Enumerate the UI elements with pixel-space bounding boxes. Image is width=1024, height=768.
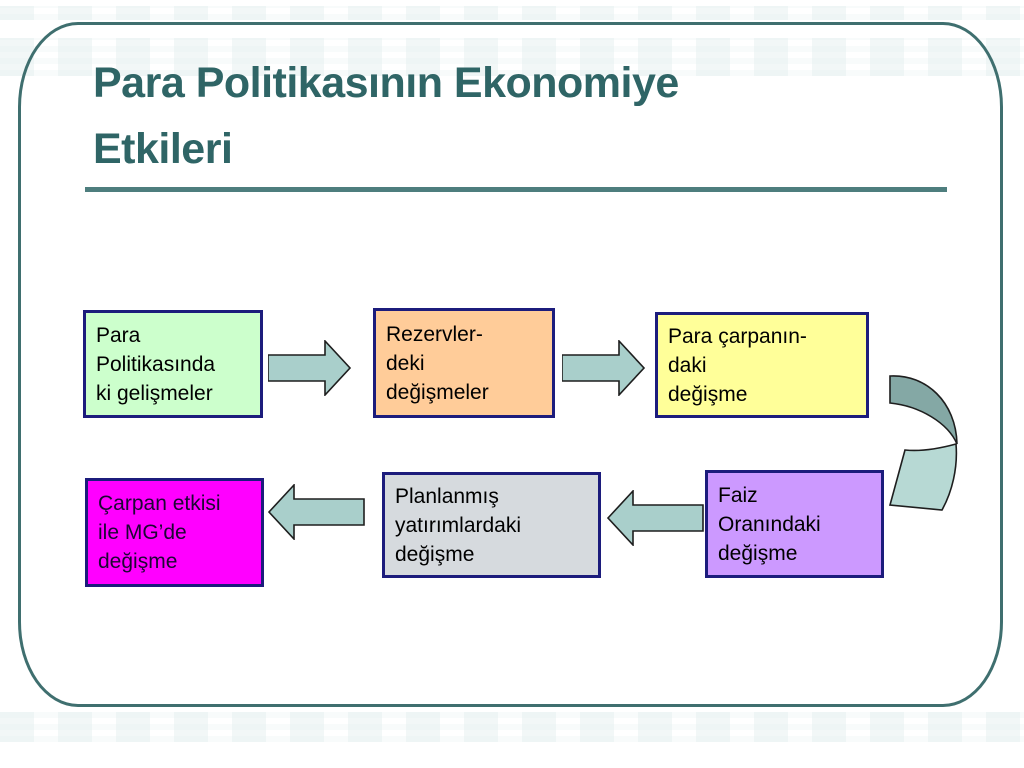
flow-box-line: deki <box>386 351 425 375</box>
right-arrow-icon <box>268 340 352 396</box>
watermark-strip-bottom <box>0 712 1024 742</box>
title-underline <box>85 187 947 192</box>
flow-box-line: daki <box>668 353 707 377</box>
flow-box-line: Faiz <box>718 483 758 507</box>
slide-title-line1: Para Politikasının Ekonomiye <box>93 59 679 107</box>
left-arrow-icon <box>607 490 704 546</box>
flow-box-line: Para çarpanın- <box>668 324 807 348</box>
flow-box-line: yatırımlardaki <box>395 513 522 537</box>
right-arrow-shape <box>268 340 352 396</box>
flow-box-line: değişmeler <box>386 380 489 404</box>
left-arrow-shape <box>607 490 704 546</box>
slide-title: Para Politikasının Ekonomiye Etkileri <box>93 50 973 182</box>
flow-box-para-carpani: Para çarpanın- daki değişme <box>655 312 869 418</box>
flow-box-rezervler: Rezervler- deki değişmeler <box>373 308 555 418</box>
curved-arrow-lower-shape <box>888 442 958 511</box>
flow-box-line: ile MG’de <box>98 521 187 544</box>
slide-border-frame <box>18 22 1003 707</box>
flow-box-para-politikasi: Para Politikasında ki gelişmeler <box>83 310 263 418</box>
flow-box-carpan-etkisi: Çarpan etkisi ile MG’de değişme <box>85 478 264 587</box>
flow-box-line: Çarpan etkisi <box>98 492 221 515</box>
right-arrow-shape <box>562 340 646 396</box>
flow-box-line: değişme <box>395 542 475 566</box>
flow-box-line: Oranındaki <box>718 512 821 536</box>
left-arrow-icon <box>268 484 365 540</box>
flow-box-line: değişme <box>718 541 798 565</box>
flow-box-faiz-orani: Faiz Oranındaki değişme <box>705 470 884 578</box>
flow-box-line: Planlanmış <box>395 484 499 508</box>
flow-box-line: değişme <box>98 550 178 573</box>
slide-title-line2: Etkileri <box>93 125 233 173</box>
curved-down-arrow-icon <box>888 375 958 511</box>
left-arrow-shape <box>268 484 365 540</box>
watermark-strip-top-outer <box>0 6 1024 20</box>
flow-box-line: Politikasında <box>96 352 216 376</box>
right-arrow-icon <box>562 340 646 396</box>
flow-box-line: Rezervler- <box>386 322 483 346</box>
flow-box-line: değişme <box>668 382 748 406</box>
flow-box-planlanmis-yatirimlar: Planlanmış yatırımlardaki değişme <box>382 472 601 578</box>
curved-arrow-upper-shape <box>889 375 958 445</box>
flow-box-line: ki gelişmeler <box>96 381 213 405</box>
flow-box-line: Para <box>96 323 141 347</box>
